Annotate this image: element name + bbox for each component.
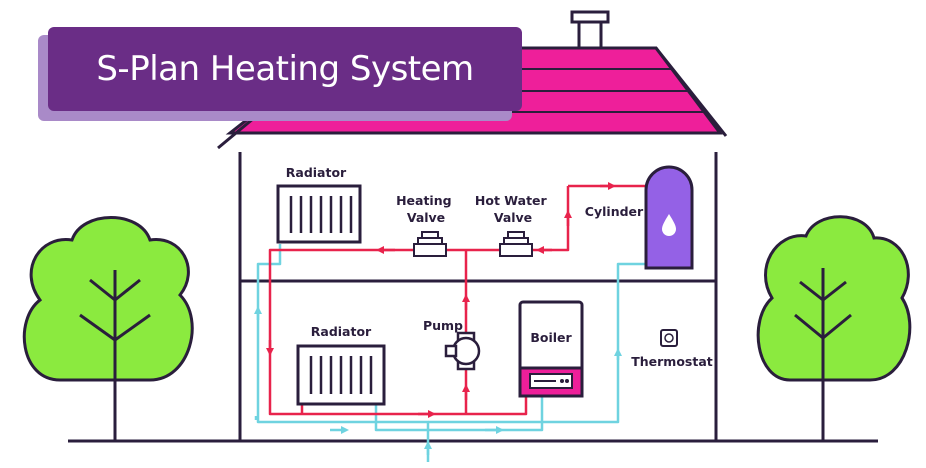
page-title: S-Plan Heating System [96, 49, 474, 89]
title-banner-box: S-Plan Heating System [48, 27, 522, 111]
heating-valve-icon [413, 231, 447, 257]
house-walls [238, 152, 718, 441]
label-thermostat: Thermostat [631, 354, 713, 369]
tree-left [22, 216, 194, 441]
boiler [518, 300, 584, 398]
label-heating-valve-line1: Heating [396, 193, 451, 208]
pump-icon [444, 331, 481, 371]
hot-water-valve-icon [499, 231, 533, 257]
label-cylinder: Cylinder [585, 204, 644, 219]
return-pipes [254, 244, 660, 462]
label-hot-water-valve: Hot Water Valve [475, 193, 551, 225]
return-arrows [254, 306, 622, 455]
radiator-lower [296, 344, 386, 406]
tree-right [756, 215, 912, 441]
thermostat-icon [660, 329, 678, 347]
title-banner: S-Plan Heating System [38, 27, 522, 121]
flow-arrows [266, 182, 616, 418]
radiator-upper [276, 184, 362, 244]
label-boiler: Boiler [530, 330, 572, 345]
label-radiator-lower: Radiator [311, 324, 372, 339]
label-heating-valve: Heating Valve [396, 193, 456, 225]
label-heating-valve-line2: Valve [407, 210, 445, 225]
label-hot-water-valve-line1: Hot Water [475, 193, 548, 208]
cylinder-tank [644, 165, 694, 270]
label-pump: Pump [423, 318, 463, 333]
water-drop-icon [662, 214, 676, 236]
label-hot-water-valve-line2: Valve [494, 210, 532, 225]
label-radiator-upper: Radiator [286, 165, 347, 180]
